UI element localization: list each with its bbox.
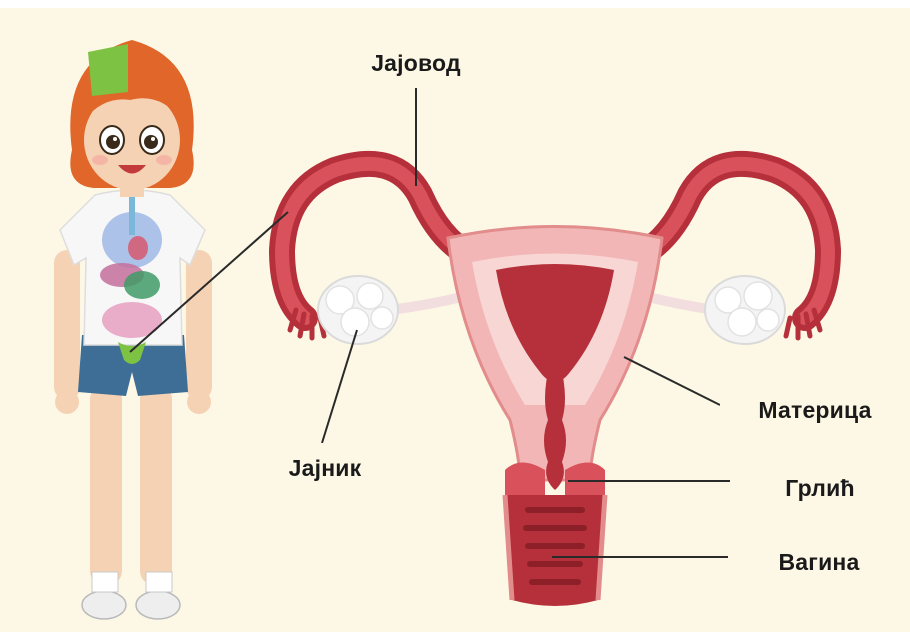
ovary-left: [318, 276, 398, 344]
girl-trachea: [129, 195, 135, 235]
girl-right-shoe: [136, 591, 180, 619]
girl-right-leg: [140, 385, 172, 585]
girl-left-arm: [54, 250, 80, 400]
label-oviduct: Јајовод: [308, 38, 524, 88]
cervical-canal: [544, 372, 566, 490]
girl-left-shoe: [82, 591, 126, 619]
label-cervix: Грлић: [730, 463, 910, 513]
label-vagina: Вагина: [728, 537, 910, 587]
girl-right-arm: [186, 250, 212, 400]
girl-stomach: [124, 271, 160, 299]
label-uterus: Материца: [720, 384, 910, 436]
ovary-right: [705, 276, 785, 344]
girl-left-leg: [90, 385, 122, 585]
green-highlight-mark: [88, 44, 128, 96]
label-ovary: Јајник: [236, 443, 414, 493]
girl-heart: [128, 236, 148, 260]
